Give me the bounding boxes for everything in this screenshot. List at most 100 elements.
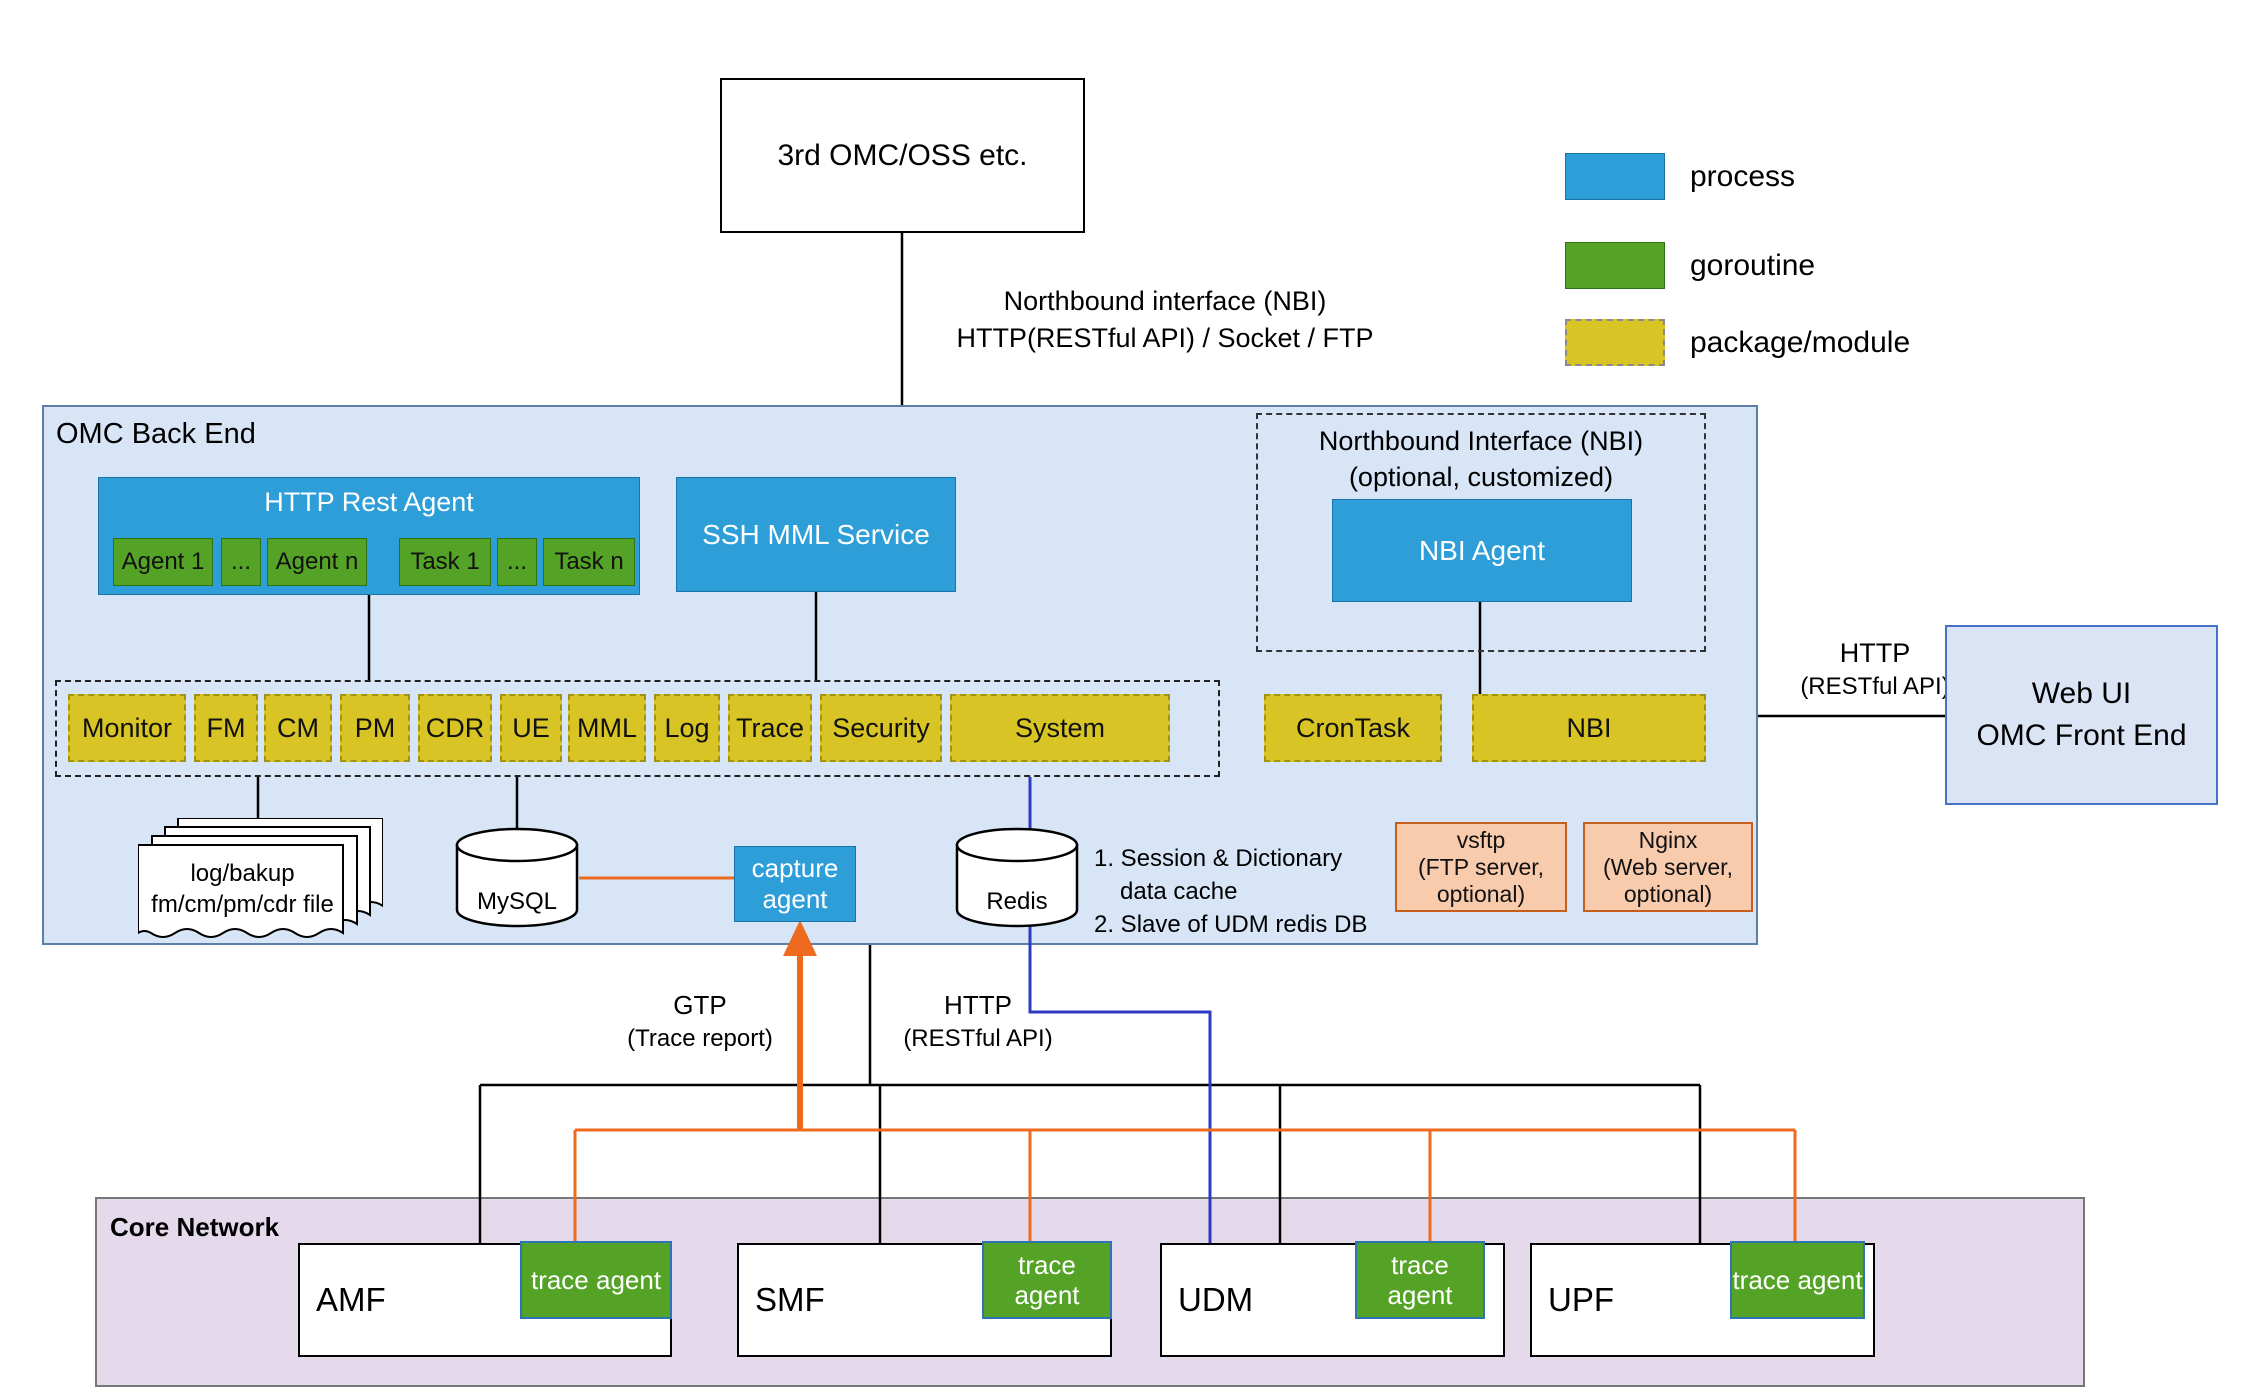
backend-title: OMC Back End bbox=[56, 418, 256, 450]
module-fm-label: FM bbox=[206, 712, 246, 743]
udm-trace-agent: trace agent bbox=[1355, 1241, 1485, 1319]
task-1-label: Task 1 bbox=[410, 548, 480, 575]
nbi-north-caption: Northbound interface (NBI) HTTP(RESTful … bbox=[930, 283, 1400, 357]
redis-note-line3: 2. Slave of UDM redis DB bbox=[1094, 911, 1368, 938]
module-pm: PM bbox=[340, 694, 410, 762]
agent-n-label: Agent n bbox=[275, 548, 359, 575]
log-files-line1: log/bakup bbox=[190, 860, 295, 887]
module-ue-label: UE bbox=[512, 712, 550, 743]
module-pm-label: PM bbox=[354, 712, 396, 743]
nginx-line3: optional) bbox=[1623, 880, 1713, 907]
nf-smf-label: SMF bbox=[755, 1281, 825, 1318]
module-trace-label: Trace bbox=[735, 712, 804, 743]
nginx-box: Nginx (Web server, optional) bbox=[1583, 822, 1753, 912]
task-ellipsis-label: ... bbox=[506, 548, 527, 575]
redis-note: 1. Session & Dictionary data cache 2. Sl… bbox=[1094, 842, 1404, 941]
nginx-line1: Nginx bbox=[1638, 826, 1698, 853]
capture-agent-box: capture agent bbox=[734, 846, 856, 922]
task-n-box: Task n bbox=[543, 538, 635, 586]
smf-trace-agent: trace agent bbox=[982, 1241, 1112, 1319]
core-http-line2: (RESTful API) bbox=[903, 1025, 1053, 1052]
webui-line1: Web UI bbox=[2031, 677, 2132, 710]
legend-process-label: process bbox=[1690, 159, 1796, 193]
amf-trace-agent: trace agent bbox=[520, 1241, 672, 1319]
upf-trace-agent-label: trace agent bbox=[1732, 1265, 1863, 1295]
module-fm: FM bbox=[194, 694, 258, 762]
agent-ellipsis-label: ... bbox=[230, 548, 251, 575]
webui-http-line1: HTTP bbox=[1839, 638, 1911, 668]
vsftp-line2: (FTP server, bbox=[1417, 853, 1545, 880]
module-security-label: Security bbox=[832, 712, 930, 743]
agent-1-label: Agent 1 bbox=[121, 548, 205, 575]
http-rest-agent-title: HTTP Rest Agent bbox=[264, 487, 474, 517]
module-monitor: Monitor bbox=[68, 694, 186, 762]
module-cdr: CDR bbox=[418, 694, 492, 762]
udm-trace-agent-label: trace agent bbox=[1387, 1250, 1453, 1310]
nbi-optional-group: Northbound Interface (NBI) (optional, cu… bbox=[1256, 413, 1706, 652]
module-system-label: System bbox=[1014, 712, 1106, 743]
agent-n-box: Agent n bbox=[267, 538, 367, 586]
redis-note-line2: data cache bbox=[1120, 878, 1238, 905]
module-nbi-label: NBI bbox=[1566, 712, 1612, 743]
vsftp-line1: vsftp bbox=[1456, 826, 1506, 853]
core-http-line1: HTTP bbox=[944, 990, 1012, 1020]
nbi-agent-label: NBI Agent bbox=[1418, 534, 1546, 566]
module-nbi: NBI bbox=[1472, 694, 1706, 762]
nbi-group-caption-line1: Northbound Interface (NBI) bbox=[1318, 426, 1644, 456]
module-cdr-label: CDR bbox=[425, 712, 485, 743]
third-party-omc-box: 3rd OMC/OSS etc. bbox=[720, 78, 1085, 233]
webui-http-line2: (RESTful API) bbox=[1800, 673, 1950, 700]
module-trace: Trace bbox=[728, 694, 812, 762]
module-row bbox=[55, 680, 1220, 777]
module-security: Security bbox=[820, 694, 942, 762]
task-ellipsis-box: ... bbox=[497, 538, 537, 586]
vsftp-box: vsftp (FTP server, optional) bbox=[1395, 822, 1567, 912]
nbi-group-caption-line2: (optional, customized) bbox=[1348, 462, 1614, 492]
module-cm-label: CM bbox=[277, 712, 319, 743]
gtp-line2: (Trace report) bbox=[627, 1025, 773, 1052]
module-crontask-label: CronTask bbox=[1295, 712, 1411, 743]
legend-package-swatch bbox=[1565, 319, 1665, 366]
task-1-box: Task 1 bbox=[399, 538, 491, 586]
gtp-label: GTP (Trace report) bbox=[600, 988, 800, 1056]
nbi-agent-box: NBI Agent bbox=[1332, 499, 1632, 602]
log-files-label: log/bakup fm/cm/pm/cdr file bbox=[140, 858, 345, 920]
webui-http-label: HTTP (RESTful API) bbox=[1780, 636, 1970, 704]
third-party-label: 3rd OMC/OSS etc. bbox=[777, 138, 1028, 172]
legend-goroutine-label: goroutine bbox=[1690, 248, 1816, 282]
webui-line2: OMC Front End bbox=[1976, 719, 2187, 752]
capture-agent-label: capture agent bbox=[751, 853, 839, 914]
redis-label: Redis bbox=[986, 888, 1048, 915]
nbi-north-caption-line1: Northbound interface (NBI) bbox=[1003, 286, 1327, 316]
http-rest-agent-box: HTTP Rest Agent Agent 1 ... Agent n Task… bbox=[98, 477, 640, 595]
nf-amf-label: AMF bbox=[316, 1281, 386, 1318]
nbi-north-caption-line2: HTTP(RESTful API) / Socket / FTP bbox=[956, 323, 1374, 353]
core-network-title: Core Network bbox=[110, 1212, 280, 1242]
agent-ellipsis-box: ... bbox=[221, 538, 261, 586]
legend-goroutine-swatch bbox=[1565, 242, 1665, 289]
smf-trace-agent-label: trace agent bbox=[1014, 1250, 1080, 1310]
module-ue: UE bbox=[500, 694, 562, 762]
task-n-label: Task n bbox=[554, 548, 624, 575]
module-cm: CM bbox=[264, 694, 332, 762]
webui-box: Web UI OMC Front End bbox=[1945, 625, 2218, 805]
module-mml: MML bbox=[568, 694, 646, 762]
core-http-label: HTTP (RESTful API) bbox=[878, 988, 1078, 1056]
ssh-mml-service-label: SSH MML Service bbox=[702, 518, 930, 550]
upf-trace-agent: trace agent bbox=[1730, 1241, 1865, 1319]
redis-db: Redis bbox=[955, 826, 1079, 930]
nf-upf-label: UPF bbox=[1548, 1281, 1614, 1318]
module-log: Log bbox=[654, 694, 720, 762]
legend-process-swatch bbox=[1565, 153, 1665, 200]
redis-note-line1: 1. Session & Dictionary bbox=[1094, 845, 1343, 872]
mysql-label: MySQL bbox=[476, 888, 557, 915]
nginx-line2: (Web server, bbox=[1603, 853, 1733, 880]
ssh-mml-service-box: SSH MML Service bbox=[676, 477, 956, 592]
mysql-db: MySQL bbox=[455, 826, 579, 930]
vsftp-line3: optional) bbox=[1436, 880, 1526, 907]
module-log-label: Log bbox=[664, 712, 710, 743]
legend-package-label: package/module bbox=[1690, 325, 1911, 359]
amf-trace-agent-label: trace agent bbox=[530, 1265, 662, 1295]
module-crontask: CronTask bbox=[1264, 694, 1442, 762]
